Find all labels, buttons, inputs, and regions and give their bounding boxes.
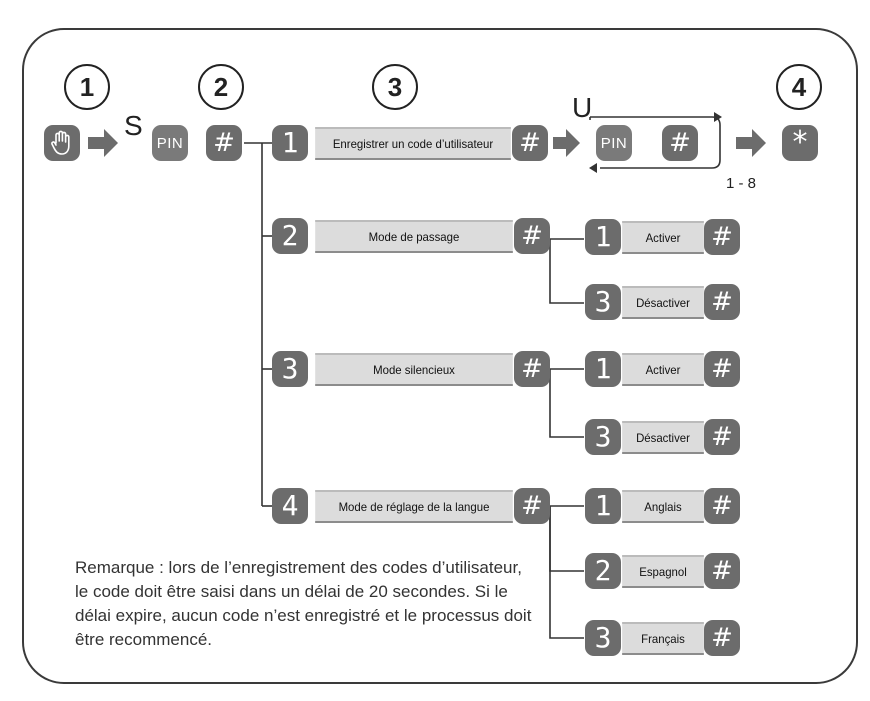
passage-activer-label: Activer — [622, 221, 704, 254]
passage-desactiver-key[interactable]: 3 — [585, 284, 621, 320]
menu-1-label: Enregistrer un code d’utilisateur — [315, 127, 511, 160]
user-pin-key[interactable]: PIN — [596, 125, 632, 161]
diagram-frame — [22, 28, 858, 684]
menu-3-hash-key[interactable]: # — [514, 351, 550, 387]
langue-espagnol-hash-key[interactable]: # — [704, 553, 740, 589]
silencieux-desactiver-hash-key[interactable]: # — [704, 419, 740, 455]
menu-4-key[interactable]: 4 — [272, 488, 308, 524]
silencieux-desactiver-key[interactable]: 3 — [585, 419, 621, 455]
menu-4-label: Mode de réglage de la langue — [315, 490, 513, 523]
langue-francais-hash-key[interactable]: # — [704, 620, 740, 656]
step-2-circle: 2 — [198, 64, 244, 110]
range-label: 1 - 8 — [726, 175, 757, 192]
langue-espagnol-key[interactable]: 2 — [585, 553, 621, 589]
menu-2-hash-key[interactable]: # — [514, 218, 550, 254]
menu-2-key[interactable]: 2 — [272, 218, 308, 254]
silencieux-activer-label: Activer — [622, 353, 704, 386]
pin-key[interactable]: PIN — [152, 125, 188, 161]
menu-3-key[interactable]: 3 — [272, 351, 308, 387]
step-3-circle: 3 — [372, 64, 418, 110]
menu-4-hash-key[interactable]: # — [514, 488, 550, 524]
menu-2-label: Mode de passage — [315, 220, 513, 253]
hand-icon-glyph — [51, 130, 70, 155]
menu-1-hash-key[interactable]: # — [512, 125, 548, 161]
langue-francais-key[interactable]: 3 — [585, 620, 621, 656]
label-u: U — [572, 92, 593, 123]
langue-anglais-hash-key[interactable]: # — [704, 488, 740, 524]
passage-activer-key[interactable]: 1 — [585, 219, 621, 255]
silencieux-desactiver-label: Désactiver — [622, 421, 704, 454]
langue-espagnol-label: Espagnol — [622, 555, 704, 588]
star-key[interactable]: * — [782, 125, 818, 161]
hand-icon[interactable] — [44, 125, 80, 161]
passage-desactiver-label: Désactiver — [622, 286, 704, 319]
label-s: S — [124, 110, 143, 141]
langue-francais-label: Français — [622, 622, 704, 655]
menu-3-label: Mode silencieux — [315, 353, 513, 386]
silencieux-activer-hash-key[interactable]: # — [704, 351, 740, 387]
langue-anglais-key[interactable]: 1 — [585, 488, 621, 524]
remark-note: Remarque : lors de l’enregistrement des … — [75, 558, 532, 649]
user-hash-key[interactable]: # — [662, 125, 698, 161]
hash-key[interactable]: # — [206, 125, 242, 161]
step-1-circle: 1 — [64, 64, 110, 110]
silencieux-activer-key[interactable]: 1 — [585, 351, 621, 387]
step-4-circle: 4 — [776, 64, 822, 110]
arrow-right-icon — [88, 129, 766, 157]
passage-desactiver-hash-key[interactable]: # — [704, 284, 740, 320]
menu-1-key[interactable]: 1 — [272, 125, 308, 161]
langue-anglais-label: Anglais — [622, 490, 704, 523]
passage-activer-hash-key[interactable]: # — [704, 219, 740, 255]
